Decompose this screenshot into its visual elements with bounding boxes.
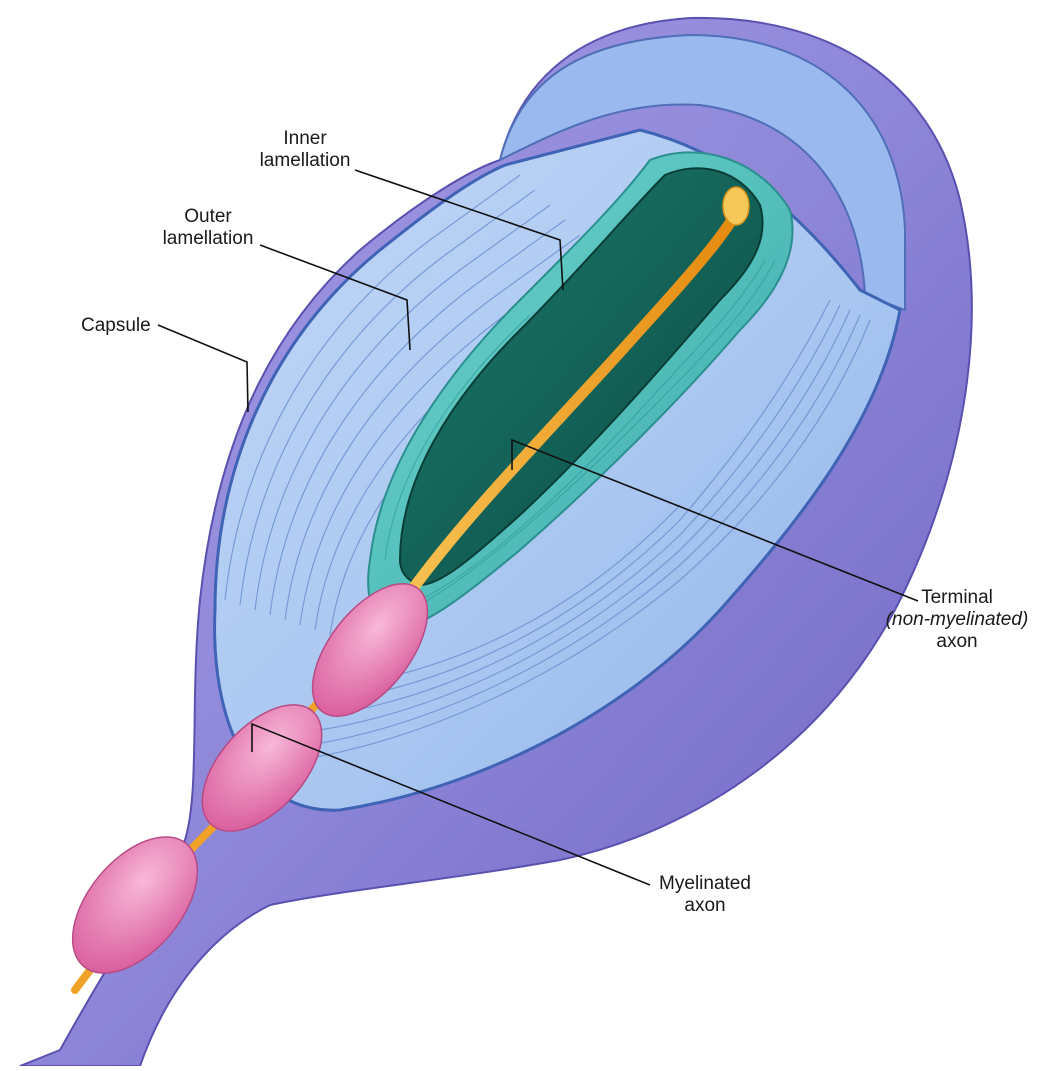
label-terminal-line1: Terminal xyxy=(882,587,1032,609)
label-inner-lamellation: Inner lamellation xyxy=(245,128,365,172)
label-myelinated-line2: axon xyxy=(640,895,770,917)
label-terminal-line2: (non-myelinated) xyxy=(882,609,1032,631)
axon-tip xyxy=(723,187,749,225)
label-myelinated-axon: Myelinated axon xyxy=(640,873,770,917)
label-inner-line2: lamellation xyxy=(245,150,365,172)
label-outer-lamellation: Outer lamellation xyxy=(148,206,268,250)
label-terminal-line3: axon xyxy=(882,631,1032,653)
label-inner-line1: Inner xyxy=(245,128,365,150)
label-myelinated-line1: Myelinated xyxy=(640,873,770,895)
leader-capsule xyxy=(158,325,248,412)
label-capsule: Capsule xyxy=(81,315,151,337)
label-outer-line2: lamellation xyxy=(148,228,268,250)
label-terminal-axon: Terminal (non-myelinated) axon xyxy=(882,587,1032,653)
label-outer-line1: Outer xyxy=(148,206,268,228)
